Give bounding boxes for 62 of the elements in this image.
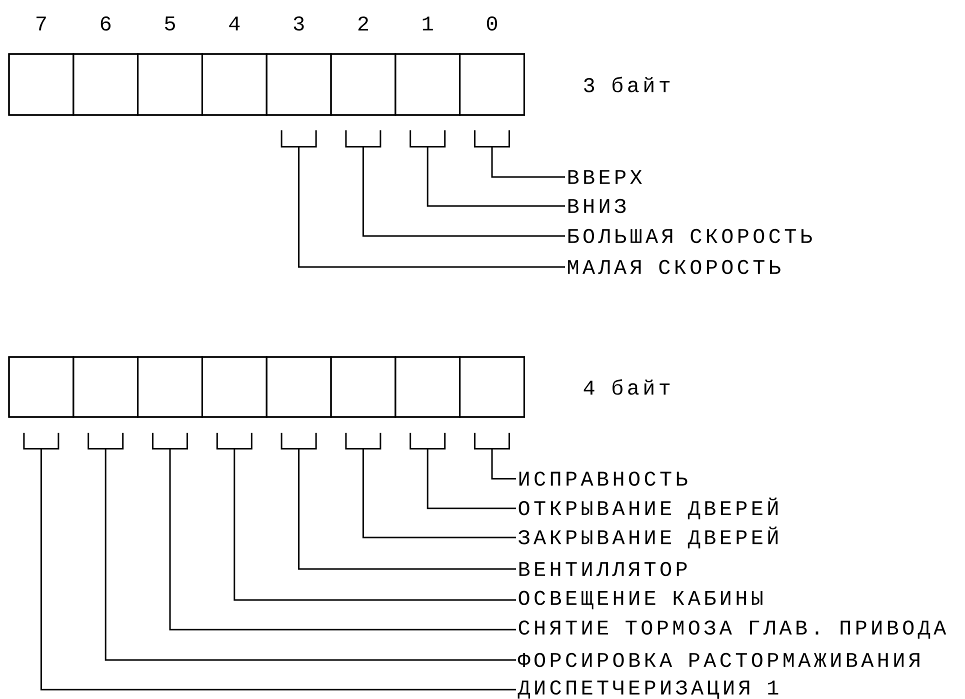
signal-label: ОТКРЫВАНИЕ ДВЕРЕЙ xyxy=(518,498,778,520)
bit-number: 2 xyxy=(358,16,368,31)
bit-cell xyxy=(201,356,268,418)
bit-number: 7 xyxy=(36,16,46,30)
bit-cell xyxy=(394,53,461,116)
bit-cell xyxy=(72,53,139,116)
bit-cell xyxy=(201,53,268,116)
bit-number: 4 xyxy=(229,16,240,30)
signal-label: ФОРСИРОВКА РАСТОРМАЖИВАНИЯ xyxy=(518,652,920,668)
leader-line xyxy=(104,448,516,661)
bracket xyxy=(474,432,510,450)
bit-cell xyxy=(394,356,461,418)
bracket xyxy=(474,130,510,148)
bracket xyxy=(23,432,60,450)
byte-label: 4 байт xyxy=(584,379,670,395)
bit-cell xyxy=(8,356,74,418)
leader-line xyxy=(234,448,516,601)
bracket xyxy=(410,432,446,450)
signal-label: ВВЕРХ xyxy=(568,170,642,184)
bit-number: 1 xyxy=(422,16,433,30)
leader-line xyxy=(169,448,516,630)
bracket xyxy=(280,432,317,450)
bit-cell xyxy=(72,356,139,418)
bit-number: 3 xyxy=(294,16,304,31)
bit-cell xyxy=(266,53,332,116)
leader-line xyxy=(362,448,516,538)
bit-cell xyxy=(459,53,525,116)
leader-line xyxy=(426,448,516,510)
bit-cell xyxy=(8,53,74,116)
bracket xyxy=(216,432,252,450)
signal-label: ВНИЗ xyxy=(568,198,626,214)
bit-number: 6 xyxy=(100,16,111,31)
bracket xyxy=(345,130,382,148)
bracket xyxy=(280,130,317,148)
byte-label: 3 байт xyxy=(584,76,670,92)
bracket xyxy=(152,432,188,450)
bit-number: 0 xyxy=(486,16,498,31)
bit-cell xyxy=(330,53,396,116)
bit-cell xyxy=(137,356,203,418)
bit-cell xyxy=(137,53,203,116)
bit-number: 5 xyxy=(165,16,175,31)
leader-line xyxy=(298,448,516,570)
leader-line xyxy=(426,146,565,207)
signal-label: МАЛАЯ СКОРОСТЬ xyxy=(568,260,780,274)
bit-cell xyxy=(459,356,525,418)
bracket xyxy=(88,432,124,450)
bracket xyxy=(345,432,382,450)
signal-label: ДИСПЕТЧЕРИЗАЦИЯ 1 xyxy=(518,680,778,699)
leader-line xyxy=(298,146,565,268)
signal-label: ВЕНТИЛЛЯТОР xyxy=(519,562,687,576)
leader-line xyxy=(40,448,516,690)
bit-cell xyxy=(330,356,396,418)
leader-line xyxy=(491,448,516,480)
bit-cell xyxy=(266,356,332,418)
signal-label: БОЛЬШАЯ СКОРОСТЬ xyxy=(568,228,812,244)
bracket xyxy=(410,130,446,148)
signal-label: ЗАКРЫВАНИЕ ДВЕРЕЙ xyxy=(518,526,778,548)
leader-line xyxy=(362,146,565,237)
leader-line xyxy=(491,146,565,178)
signal-label: ОСВЕЩЕНИЕ КАБИНЫ xyxy=(518,590,762,610)
signal-label: ИСПРАВНОСТЬ xyxy=(519,472,688,486)
signal-label: СНЯТИЕ ТОРМОЗА ГЛАВ. ПРИВОДА xyxy=(518,620,946,639)
